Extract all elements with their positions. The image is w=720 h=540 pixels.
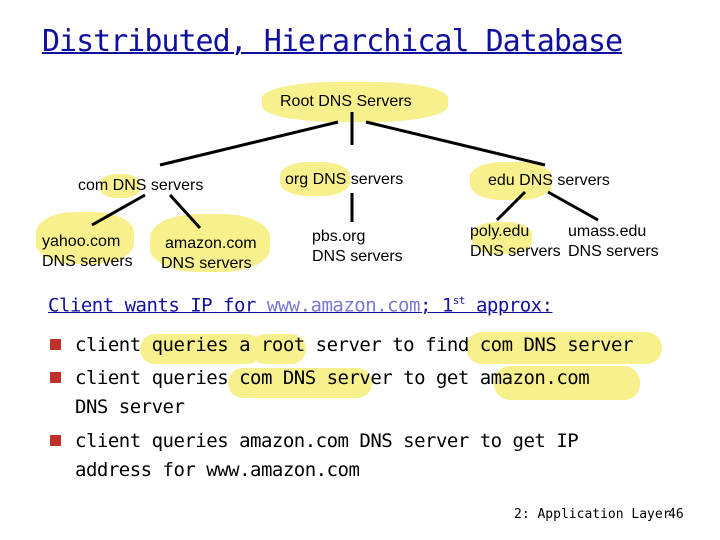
highlight-queries xyxy=(140,334,262,364)
bullet-square-icon xyxy=(50,339,61,350)
node-umass-label: DNS servers xyxy=(568,243,659,260)
heading-sup: st xyxy=(452,294,466,307)
highlight-com xyxy=(100,174,140,198)
node-umass: umass.edu DNS servers xyxy=(568,222,659,262)
bullet-2: client queries com DNS server to get ama… xyxy=(50,367,590,389)
bullet-2-line-1: client queries com DNS server to get ama… xyxy=(75,367,590,389)
heading-text-pre: Client wants IP for xyxy=(48,294,267,317)
node-yahoo-name: yahoo.com xyxy=(42,233,121,250)
edge-edu-poly xyxy=(495,190,527,222)
node-amazon: amazon.com DNS servers xyxy=(161,234,257,274)
node-com: com DNS servers xyxy=(78,177,204,194)
highlight-yahoo xyxy=(36,212,134,264)
highlight-root-text xyxy=(250,334,306,364)
edge-root-com xyxy=(159,120,339,167)
node-pbs-name: pbs.org xyxy=(312,228,366,245)
bullet-3-line-1: client queries amazon.com DNS server to … xyxy=(75,430,579,452)
edge-root-edu xyxy=(365,120,546,167)
footer-label: 2: Application Layer xyxy=(514,507,671,522)
highlight-root xyxy=(262,82,448,122)
edge-com-amazon xyxy=(168,193,202,230)
node-yahoo: yahoo.com DNS servers xyxy=(42,232,133,272)
node-yahoo-label: DNS servers xyxy=(42,253,133,270)
node-edu: edu DNS servers xyxy=(488,172,610,189)
page-number: 46 xyxy=(668,507,684,522)
heading-sep: ; 1 xyxy=(419,294,453,317)
bullet-square-icon xyxy=(50,372,61,383)
node-amazon-name: amazon.com xyxy=(165,235,257,252)
highlight-com-dns xyxy=(228,368,372,398)
node-pbs-label: DNS servers xyxy=(312,248,403,265)
page-title: Distributed, Hierarchical Database xyxy=(42,24,623,59)
bullet-square-icon xyxy=(50,435,61,446)
bullet-2-cont: DNS server xyxy=(75,396,185,418)
heading-url: www.amazon.com xyxy=(266,294,421,317)
section-heading: Client wants IP for www.amazon.com; 1st … xyxy=(48,294,553,316)
highlight-edu xyxy=(470,162,552,200)
heading-text-post: approx: xyxy=(465,294,553,317)
node-pbs: pbs.org DNS servers xyxy=(312,227,403,267)
node-poly-name: poly.edu xyxy=(470,223,530,240)
bullet-3-cont: address for www.amazon.com xyxy=(75,459,360,481)
bullet-1-line-1: client queries a root server to find com… xyxy=(75,334,633,356)
edge-edu-umass xyxy=(547,190,599,222)
tree-lines xyxy=(91,112,599,230)
node-root: Root DNS Servers xyxy=(280,93,412,110)
node-poly: poly.edu DNS servers xyxy=(470,222,561,262)
bullet-1: client queries a root server to find com… xyxy=(50,334,633,356)
highlight-poly xyxy=(472,222,532,254)
node-amazon-label: DNS servers xyxy=(161,255,252,272)
node-umass-name: umass.edu xyxy=(568,223,647,240)
bullet-3: client queries amazon.com DNS server to … xyxy=(50,430,579,452)
edge-com-yahoo xyxy=(91,193,146,227)
highlight-amazon-text xyxy=(494,366,640,400)
node-org: org DNS servers xyxy=(285,171,404,188)
highlight-org xyxy=(280,162,350,196)
highlight-amazon xyxy=(150,214,270,272)
node-poly-label: DNS servers xyxy=(470,243,561,260)
highlight-com-dns-server xyxy=(466,332,662,364)
